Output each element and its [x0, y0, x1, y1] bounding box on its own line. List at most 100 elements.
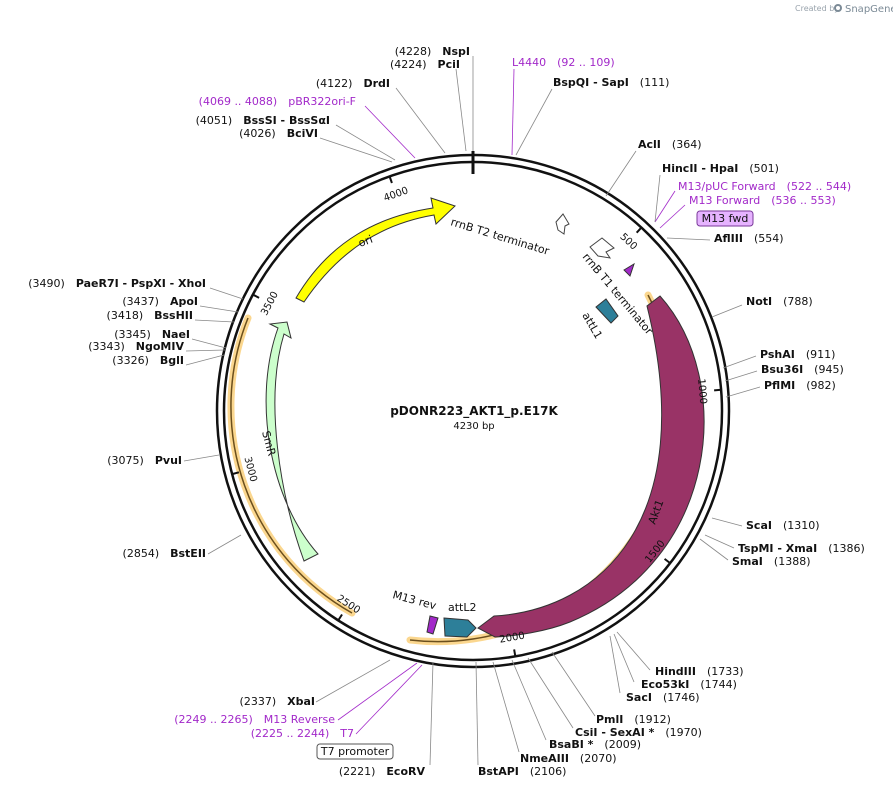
tick-label: 2000 — [499, 631, 526, 646]
site-label[interactable]: BstAPI (2106) — [478, 765, 566, 778]
site-label[interactable]: (3343) NgoMIV — [88, 340, 184, 353]
site-gap — [696, 665, 707, 678]
site-label[interactable]: (3345) NaeI — [114, 328, 190, 341]
tick-mark — [714, 388, 722, 392]
site-gap — [743, 232, 754, 245]
site-position: (3343) — [88, 340, 125, 353]
leader-line — [722, 355, 757, 369]
site-label[interactable]: SacI (1746) — [626, 691, 700, 704]
t7-promoter-box[interactable]: T7 promoter — [316, 743, 394, 760]
site-gap — [776, 180, 787, 193]
site-gap — [143, 309, 154, 322]
site-gap — [276, 695, 287, 708]
site-label[interactable]: (2249 .. 2265) M13 Reverse — [174, 713, 335, 726]
site-label[interactable]: (4122) DrdI — [316, 77, 390, 90]
site-label[interactable]: (3075) PvuI — [107, 454, 182, 467]
site-label[interactable]: NotI (788) — [746, 295, 813, 308]
leader-line — [711, 517, 743, 527]
site-name: PflMI — [764, 379, 795, 392]
site-label[interactable]: (2337) XbaI — [240, 695, 315, 708]
site-position: (4026) — [239, 127, 276, 140]
site-label[interactable]: TspMI - XmaI (1386) — [738, 542, 865, 555]
site-label[interactable]: SmaI (1388) — [732, 555, 810, 568]
rrnb-t1-terminator-feature[interactable] — [589, 237, 615, 259]
site-label[interactable]: (3326) BglI — [112, 354, 184, 367]
rrnb-t2-terminator-feature[interactable] — [555, 213, 570, 235]
site-label[interactable]: (4069 .. 4088) pBR322ori-F — [199, 95, 356, 108]
site-position: (4051) — [196, 114, 233, 127]
leader-line — [183, 454, 220, 462]
site-label[interactable]: AflIII (554) — [714, 232, 784, 245]
site-label[interactable]: BsaBI * (2009) — [549, 738, 641, 751]
site-label[interactable]: BspQI - SapI (111) — [553, 76, 669, 89]
site-position: (1310) — [783, 519, 820, 532]
site-label[interactable]: Bsu36I (945) — [761, 363, 844, 376]
attl2-feature[interactable] — [443, 617, 477, 638]
site-gap — [817, 542, 828, 555]
leader-line — [616, 631, 651, 671]
site-label[interactable]: HindIII (1733) — [655, 665, 744, 678]
site-position: (1970) — [665, 726, 702, 739]
m13-fwd-box-label: M13 fwd — [702, 212, 749, 225]
site-position: (4069 .. 4088) — [199, 95, 278, 108]
site-label[interactable]: (2225 .. 2244) T7 — [251, 727, 354, 740]
created-by-text: Created by — [795, 4, 839, 13]
site-label[interactable]: PshAI (911) — [760, 348, 835, 361]
site-name: NotI — [746, 295, 772, 308]
site-name: NmeAIII — [520, 752, 569, 765]
site-label[interactable]: M13 Forward (536 .. 553) — [689, 194, 836, 207]
site-label[interactable]: AclI (364) — [638, 138, 702, 151]
site-label[interactable]: (2221) EcoRV — [339, 765, 426, 778]
leader-line — [395, 87, 446, 154]
smr-feature[interactable] — [265, 321, 319, 562]
ori-feature[interactable] — [295, 197, 456, 303]
m13-rev-feature[interactable] — [426, 615, 439, 635]
site-position: (3437) — [122, 295, 159, 308]
m13-fwd-box[interactable]: M13 fwd — [696, 210, 754, 227]
site-label[interactable]: M13/pUC Forward (522 .. 544) — [678, 180, 851, 193]
site-position: (4122) — [316, 77, 353, 90]
site-position: (1744) — [700, 678, 737, 691]
m13-fwd-primer-feature[interactable] — [623, 262, 635, 277]
leader-line — [725, 386, 761, 398]
site-position: (111) — [640, 76, 670, 89]
site-label[interactable]: HincII - HpaI (501) — [662, 162, 779, 175]
site-gap — [738, 162, 749, 175]
site-label[interactable]: PmlI (1912) — [596, 713, 671, 726]
site-label[interactable]: (3418) BssHII — [107, 309, 193, 322]
site-name: BciVI — [287, 127, 318, 140]
tick-label: 3500 — [259, 290, 281, 318]
site-position: (1388) — [774, 555, 811, 568]
site-label[interactable]: (4051) BssSI - BssSαI — [196, 114, 330, 127]
akt1-feature[interactable] — [477, 295, 705, 638]
site-label[interactable]: L4440 (92 .. 109) — [512, 56, 615, 69]
site-label[interactable]: (4026) BciVI — [239, 127, 318, 140]
site-gap — [629, 76, 640, 89]
site-label[interactable]: (2854) BstEII — [123, 547, 206, 560]
site-label[interactable]: NmeAIII (2070) — [520, 752, 617, 765]
site-position: (788) — [783, 295, 813, 308]
site-name: AflIII — [714, 232, 743, 245]
site-gap — [519, 765, 530, 778]
leader-line — [654, 174, 661, 223]
site-label[interactable]: Eco53kI (1744) — [641, 678, 737, 691]
leader-line — [492, 661, 520, 753]
plasmid-length: 4230 bp — [453, 421, 494, 432]
site-label[interactable]: CsiI - SexAI * (1970) — [575, 726, 702, 739]
attl1-feature[interactable] — [595, 298, 619, 324]
site-gap — [276, 127, 287, 140]
site-labels: (4228) NspI(4224) PciI(4122) DrdI (4069 .… — [28, 45, 865, 778]
site-label[interactable]: (4228) NspI — [395, 45, 470, 58]
site-label[interactable]: (3437) ApoI — [122, 295, 198, 308]
site-gap — [352, 77, 363, 90]
site-label[interactable]: PflMI (982) — [764, 379, 836, 392]
leader-line — [355, 664, 423, 735]
site-name: SmaI — [732, 555, 763, 568]
leader-line — [609, 635, 621, 694]
leader-line — [199, 305, 239, 313]
tick-mark — [252, 293, 260, 299]
site-label[interactable]: (4224) PciI — [390, 58, 460, 71]
leader-line — [613, 633, 635, 683]
site-label[interactable]: (3490) PaeR7I - PspXI - XhoI — [28, 277, 206, 290]
site-label[interactable]: ScaI (1310) — [746, 519, 820, 532]
